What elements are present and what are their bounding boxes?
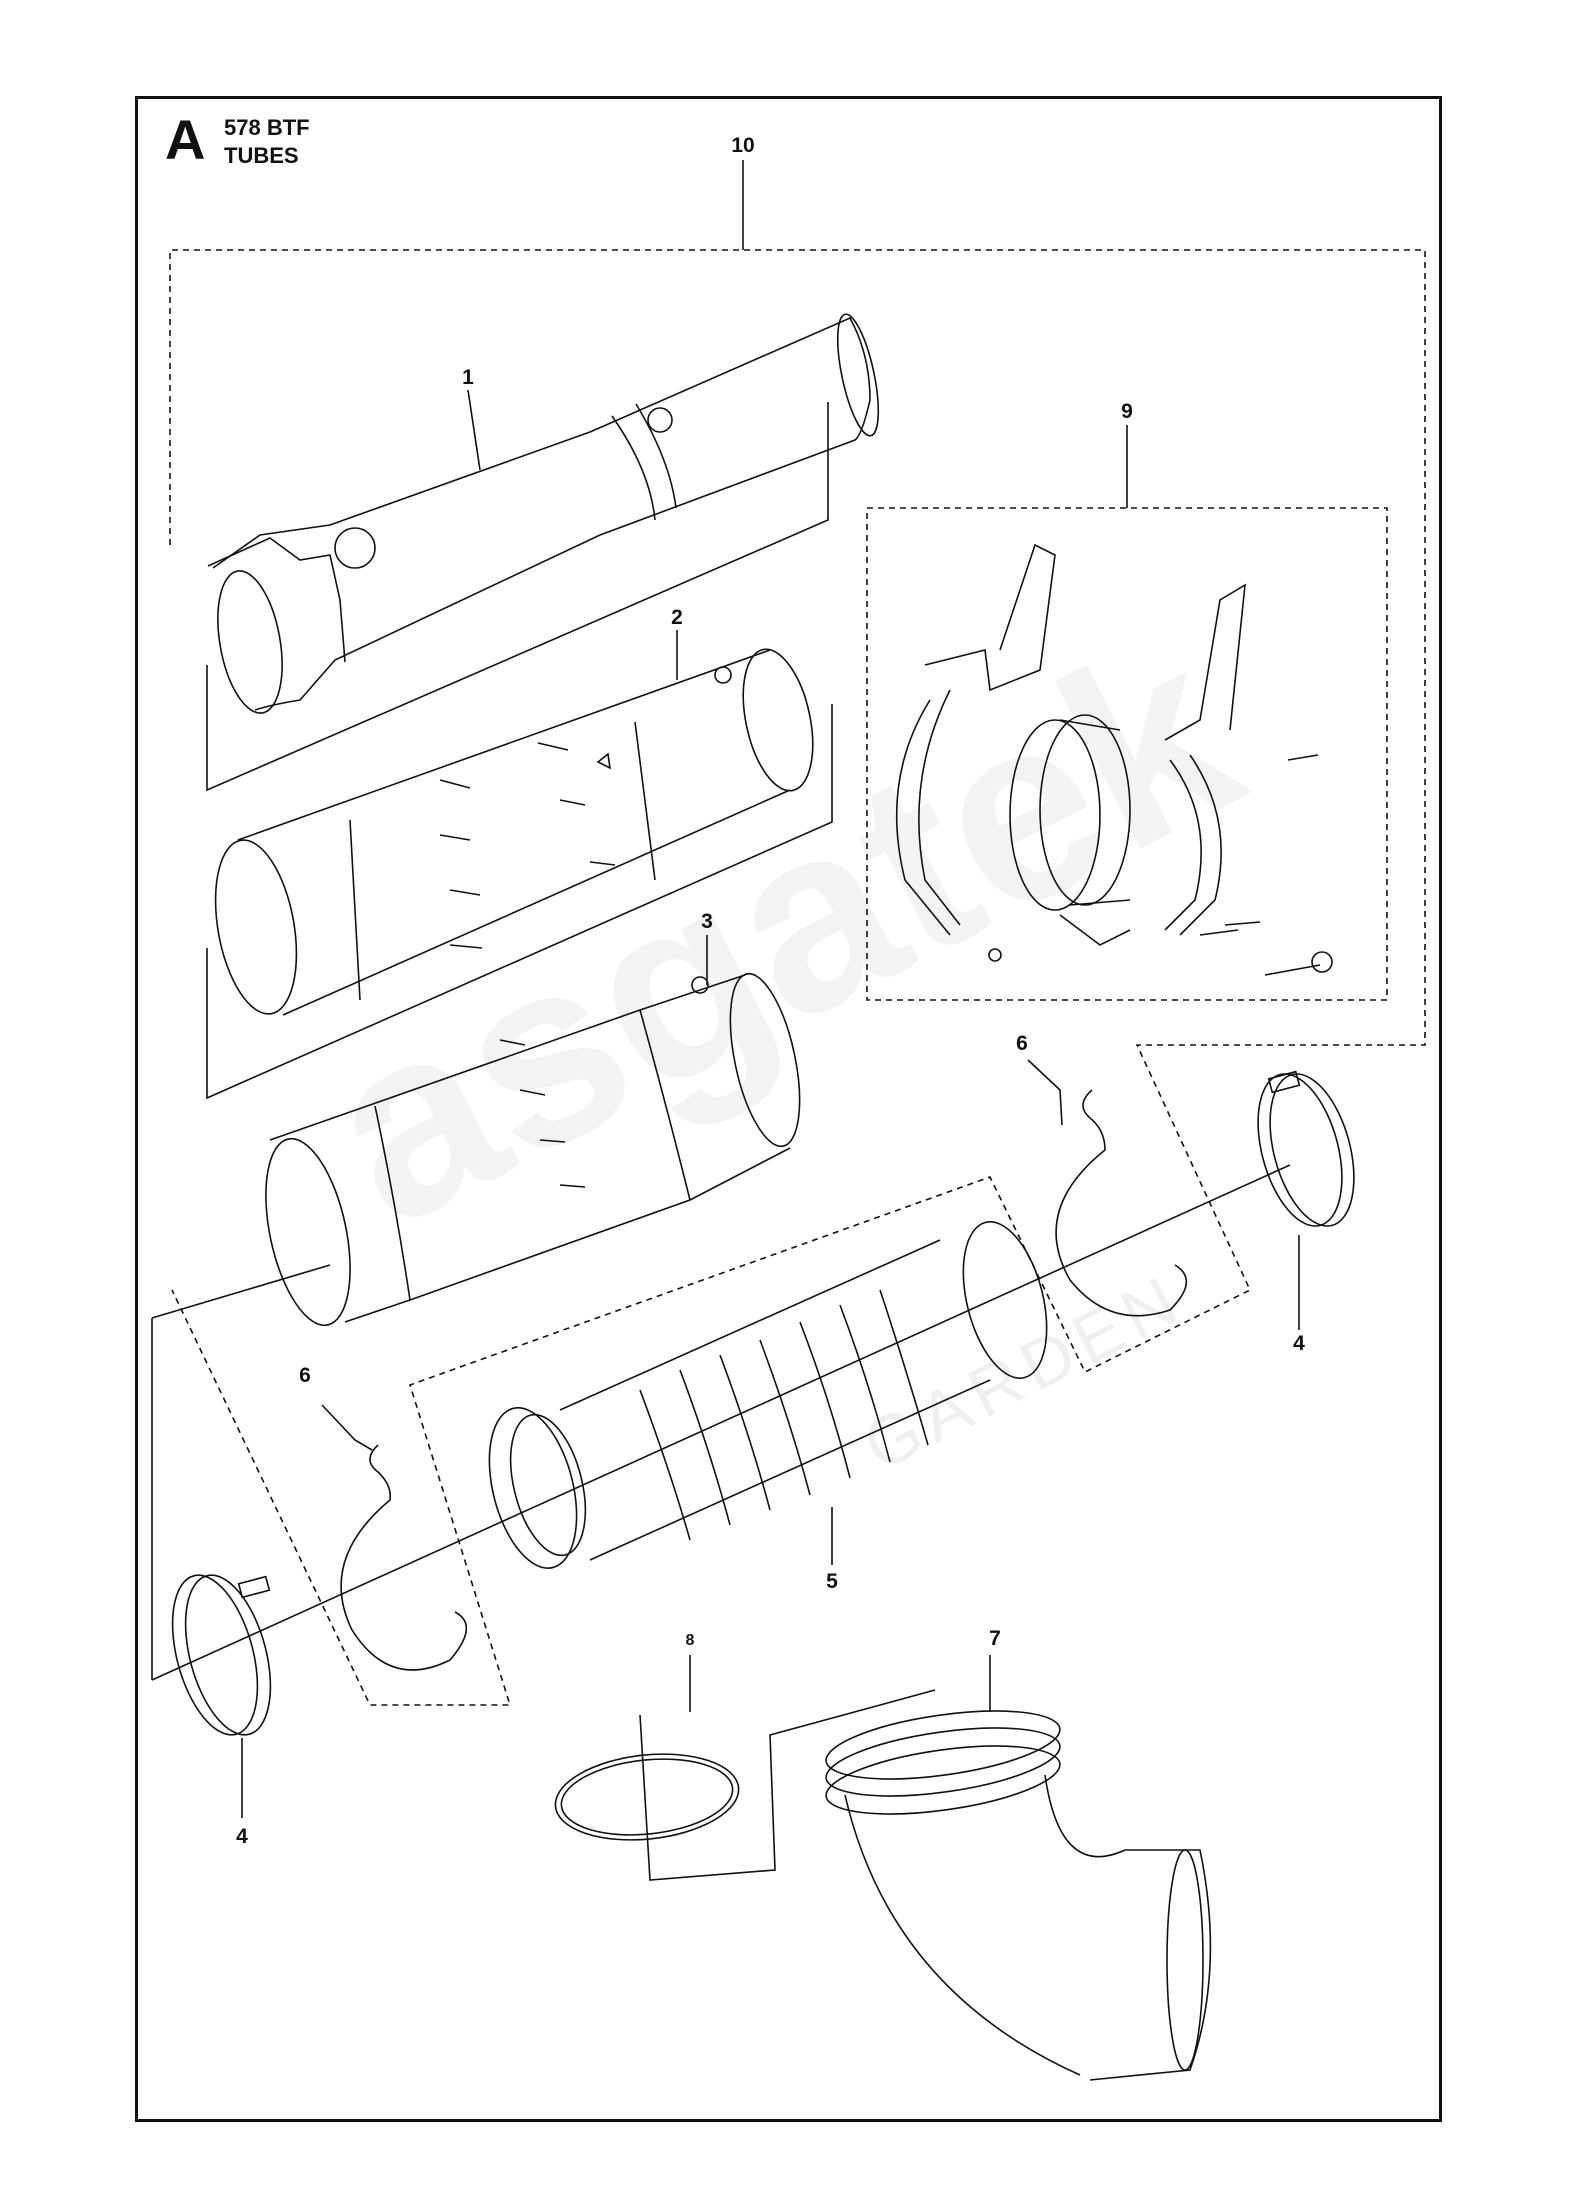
diagram-frame	[135, 96, 1442, 2122]
group-name: TUBES	[224, 143, 299, 168]
callout-6-upper: 6	[1016, 1032, 1028, 1055]
part-bellows-hose	[488, 1221, 1048, 1569]
callout-4-left: 4	[236, 1825, 248, 1848]
part-nozzle-tube	[207, 313, 880, 714]
watermark: asgatek GARDEN	[284, 582, 1280, 1486]
part-wire-clip-lower	[340, 1444, 468, 1671]
callout-2: 2	[671, 606, 683, 629]
callout-7: 7	[989, 1627, 1001, 1650]
callout-1: 1	[462, 366, 474, 389]
kit-outline	[169, 249, 1426, 1706]
part-wire-clip-upper	[1055, 1089, 1188, 1317]
callout-labels: 10 1 2 3 9 6 4 6 5 4 8 7	[236, 134, 1305, 1848]
callout-5: 5	[826, 1570, 838, 1593]
part-hose-clamp-left	[171, 1574, 272, 1736]
part-elbow-pipe	[825, 1710, 1212, 2081]
leader-6a	[1027, 1059, 1063, 1126]
watermark-brand: asgatek	[284, 582, 1280, 1282]
callout-10: 10	[731, 134, 754, 157]
axis-top	[151, 1264, 331, 1319]
part3-box-line	[206, 704, 833, 1100]
callout-9: 9	[1121, 400, 1133, 423]
part-inner-tube	[265, 972, 801, 1327]
section-letter: A	[165, 108, 206, 171]
part2-bracket	[206, 402, 829, 792]
callout-8: 8	[686, 1632, 695, 1649]
leader-6b	[321, 1404, 373, 1451]
part-clamp-kit	[895, 543, 1333, 976]
part-extension-tube	[214, 648, 814, 1016]
part-hose-clamp-right	[1257, 1070, 1355, 1227]
leader-1	[467, 389, 481, 471]
diagram-title: 578 BTF TUBES	[224, 114, 310, 170]
watermark-sub: GARDEN	[851, 1259, 1196, 1486]
callout-4-right: 4	[1293, 1332, 1305, 1355]
assembly-axis	[151, 1164, 1291, 1681]
callout-3: 3	[701, 910, 713, 933]
part8-bracket	[639, 1689, 936, 1881]
callout-6-lower: 6	[299, 1364, 311, 1387]
model-name: 578 BTF	[224, 115, 310, 140]
